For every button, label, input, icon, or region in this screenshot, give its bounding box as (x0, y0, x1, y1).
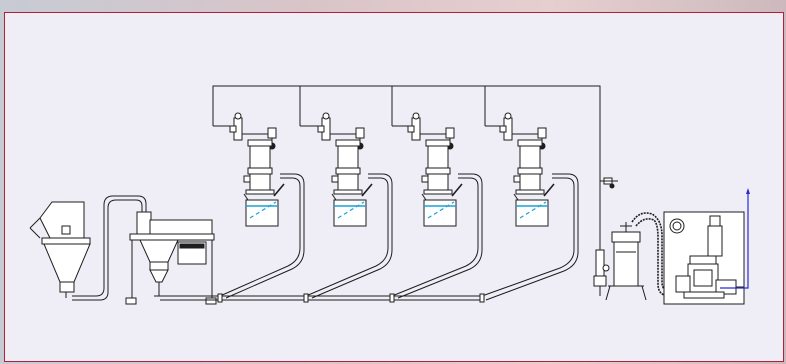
filter-receiver-icon (593, 222, 647, 301)
vacuum-pump-unit-icon (663, 211, 745, 305)
vacuum-receiver-icon (407, 112, 463, 227)
feed-pipe (72, 195, 147, 301)
exhaust-line (720, 188, 750, 289)
vacuum-receiver-icon (229, 112, 285, 227)
feed-hopper-icon (29, 201, 91, 298)
vacuum-receiver-icon (317, 112, 373, 227)
header-valve-icon (600, 177, 618, 189)
bag-dump-station-icon (125, 211, 217, 305)
conveying-lines (160, 173, 579, 303)
vacuum-receiver-icon (499, 112, 555, 227)
